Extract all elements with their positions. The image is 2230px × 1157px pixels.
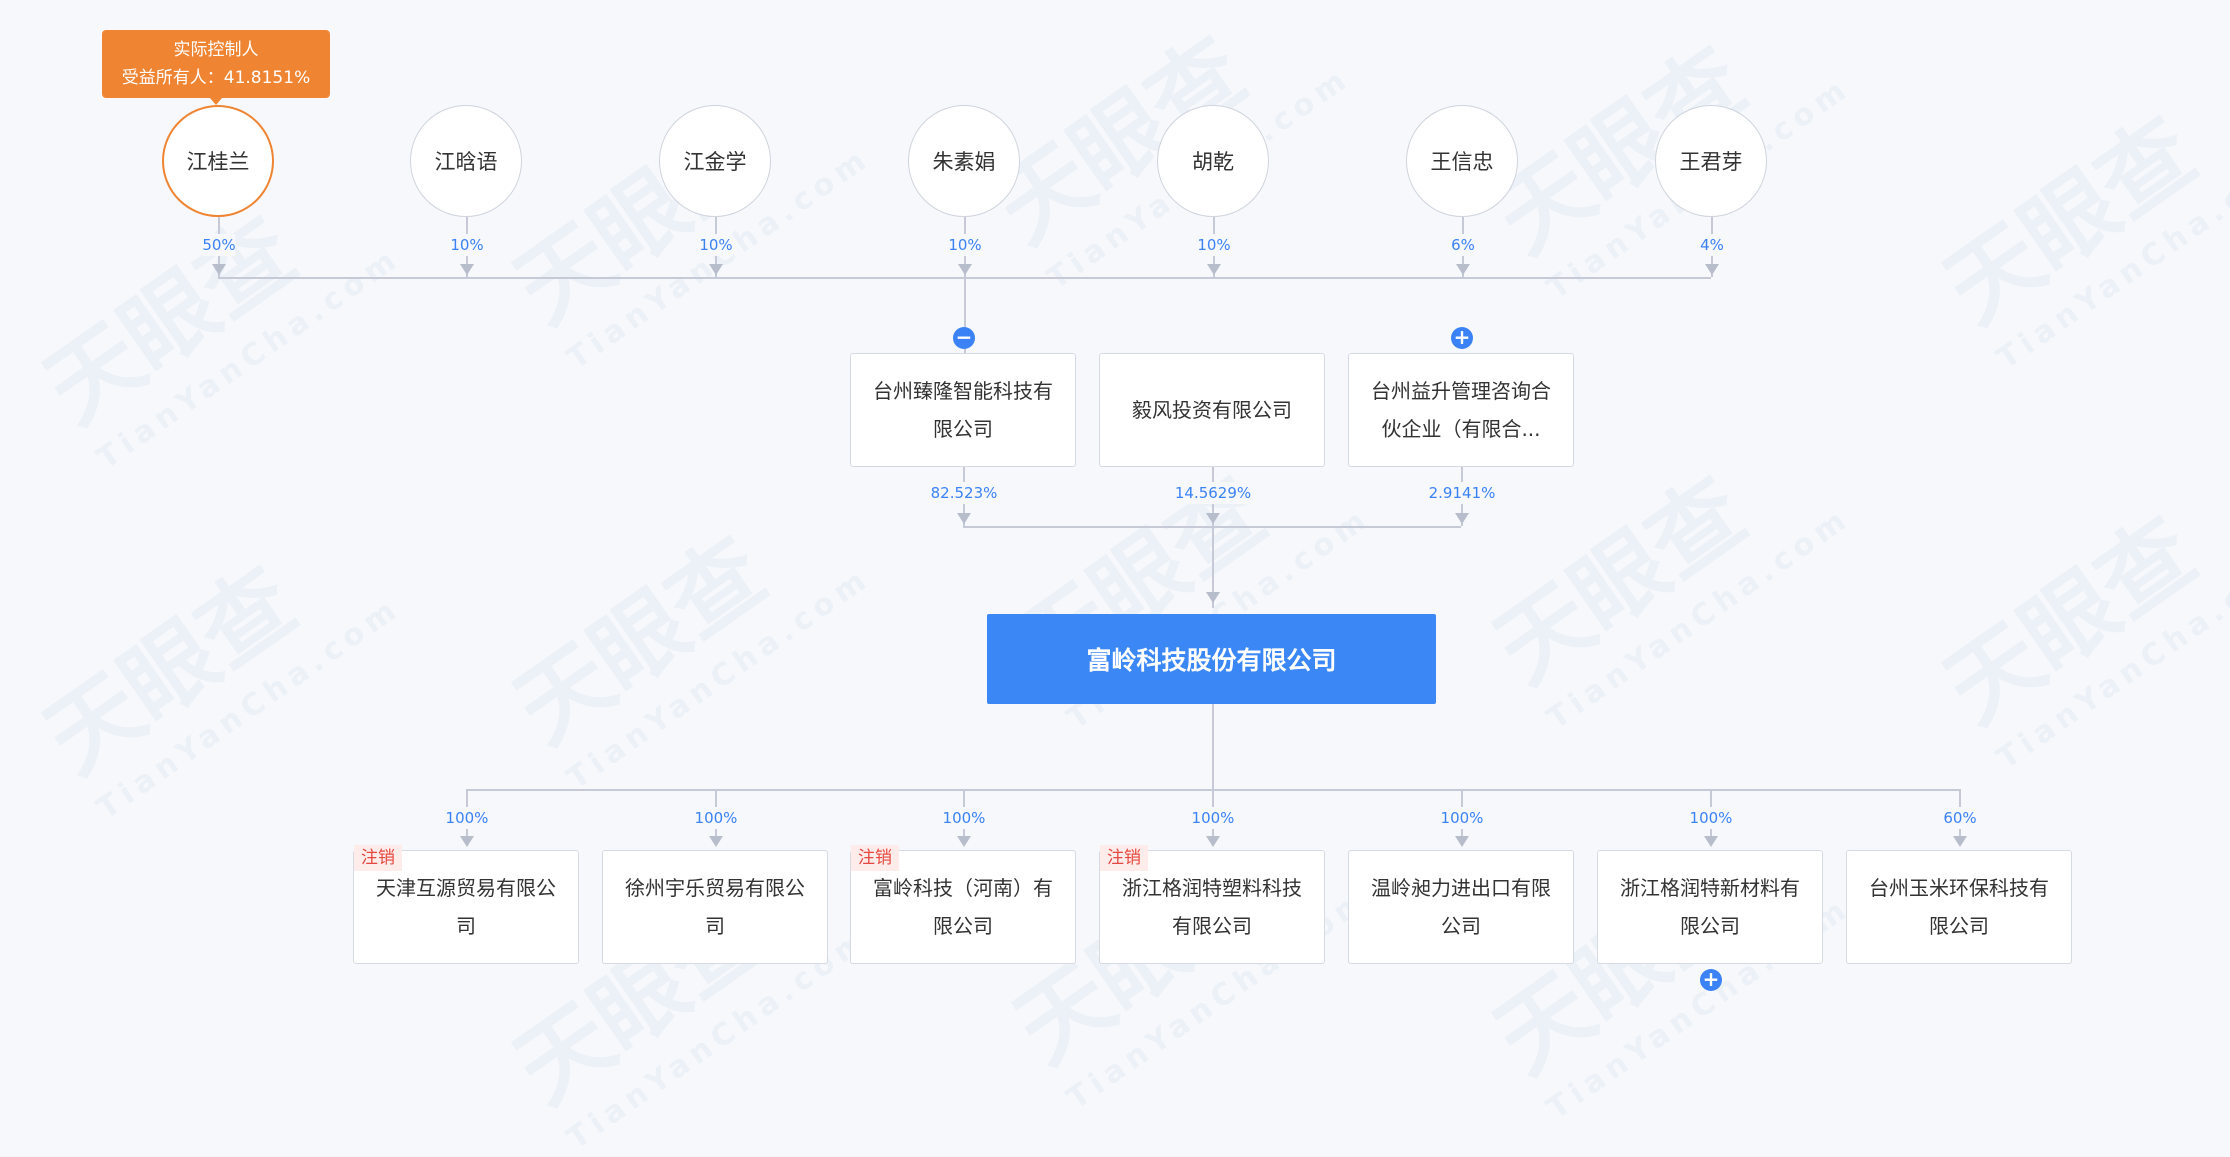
arrow-down-icon	[460, 836, 474, 847]
arrow-down-icon	[212, 264, 226, 275]
target-company-node[interactable]: 富岭科技股份有限公司	[987, 614, 1436, 704]
share-percent: 100%	[1191, 807, 1235, 829]
arrow-down-icon	[1206, 513, 1220, 524]
subsidiary-node[interactable]: 温岭昶力进出口有限公司	[1348, 850, 1574, 964]
subsidiary-node[interactable]: 浙江格润特新材料有限公司	[1597, 850, 1823, 964]
tooltip-title: 实际控制人	[173, 40, 259, 60]
shareholder-name: 朱素娟	[932, 150, 996, 174]
watermark-logo-text: 天眼查	[1926, 97, 2215, 344]
subsidiary-node[interactable]: 台州玉米环保科技有限公司	[1846, 850, 2072, 964]
share-percent: 100%	[445, 807, 489, 829]
shareholder-name: 江金学	[683, 150, 747, 174]
arrow-down-icon	[1456, 264, 1470, 275]
subsidiary-node[interactable]: 浙江格润特塑料科技有限公司 注销	[1099, 845, 1325, 964]
shareholder-node[interactable]: 江金学	[659, 105, 771, 217]
share-percent: 50%	[202, 234, 236, 256]
shareholder-node[interactable]: 江晗语	[410, 105, 522, 217]
share-percent: 10%	[1197, 234, 1231, 256]
arrow-down-icon	[1455, 836, 1469, 847]
corporate-holder-node[interactable]: 台州臻隆智能科技有限公司	[850, 353, 1076, 467]
share-percent: 60%	[1943, 807, 1977, 829]
share-percent: 14.5629%	[1174, 482, 1252, 504]
share-percent: 6%	[1451, 234, 1475, 256]
connector-line	[1212, 526, 1214, 608]
shareholder-node[interactable]: 朱素娟	[908, 105, 1020, 217]
expand-plus-icon[interactable]: +	[1451, 327, 1473, 349]
subsidiary-name: 富岭科技（河南）有限公司	[873, 876, 1053, 938]
watermark-url: TianYanCha.com	[90, 240, 408, 477]
status-badge-deregistered: 注销	[851, 845, 899, 871]
watermark-url: TianYanCha.com	[1990, 540, 2230, 777]
shareholder-node[interactable]: 王君芽	[1655, 105, 1767, 217]
holder-name: 毅风投资有限公司	[1132, 398, 1292, 422]
shareholder-name: 胡乾	[1192, 150, 1234, 174]
connector-line	[964, 277, 966, 353]
shareholder-name: 王信忠	[1430, 150, 1494, 174]
subsidiary-node[interactable]: 富岭科技（河南）有限公司 注销	[850, 845, 1076, 964]
watermark-logo-text: 天眼查	[976, 17, 1265, 264]
holder-name: 台州臻隆智能科技有限公司	[873, 379, 1053, 441]
arrow-down-icon	[1704, 836, 1718, 847]
shareholder-name: 江晗语	[434, 150, 498, 174]
subsidiary-node[interactable]: 天津互源贸易有限公司 注销	[353, 845, 579, 964]
subsidiary-name: 天津互源贸易有限公司	[376, 876, 556, 938]
subsidiary-node[interactable]: 徐州宇乐贸易有限公司	[602, 850, 828, 964]
arrow-down-icon	[1206, 592, 1220, 603]
company-name: 富岭科技股份有限公司	[1086, 646, 1337, 675]
watermark-url: TianYanCha.com	[1990, 140, 2230, 377]
arrow-down-icon	[1206, 836, 1220, 847]
watermark-logo-text: 天眼查	[1926, 497, 2215, 744]
arrow-down-icon	[460, 264, 474, 275]
share-percent: 10%	[699, 234, 733, 256]
subsidiary-name: 浙江格润特塑料科技有限公司	[1122, 876, 1302, 938]
expand-plus-icon[interactable]: +	[1700, 969, 1722, 991]
share-percent: 10%	[948, 234, 982, 256]
arrow-down-icon	[709, 836, 723, 847]
watermark-logo-text: 天眼查	[496, 517, 785, 764]
share-percent: 100%	[694, 807, 738, 829]
arrow-down-icon	[957, 836, 971, 847]
watermark-url: TianYanCha.com	[90, 590, 408, 827]
arrow-down-icon	[958, 264, 972, 275]
arrow-down-icon	[1953, 836, 1967, 847]
watermark-url: TianYanCha.com	[560, 560, 878, 797]
share-percent: 2.9141%	[1428, 482, 1496, 504]
connector-line	[1212, 704, 1214, 789]
share-percent: 100%	[1689, 807, 1733, 829]
watermark-logo-text: 天眼查	[26, 547, 315, 794]
collapse-minus-icon[interactable]: −	[953, 327, 975, 349]
arrow-down-icon	[709, 264, 723, 275]
subsidiary-name: 台州玉米环保科技有限公司	[1869, 876, 2049, 938]
corporate-holder-node[interactable]: 台州益升管理咨询合伙企业（有限合...	[1348, 353, 1574, 467]
share-percent: 100%	[1440, 807, 1484, 829]
arrow-down-icon	[1455, 513, 1469, 524]
actual-controller-tooltip: 实际控制人 受益所有人：41.8151%	[102, 30, 330, 105]
subsidiary-name: 徐州宇乐贸易有限公司	[625, 876, 805, 938]
status-badge-deregistered: 注销	[354, 845, 402, 871]
shareholder-node[interactable]: 胡乾	[1157, 105, 1269, 217]
watermark-url: TianYanCha.com	[1540, 500, 1858, 737]
shareholder-name: 王君芽	[1679, 150, 1743, 174]
watermark-logo-text: 天眼查	[1476, 27, 1765, 274]
shareholder-name: 江桂兰	[186, 150, 250, 174]
arrow-down-icon	[957, 513, 971, 524]
tooltip-beneficial-owner: 受益所有人：41.8151%	[121, 68, 311, 88]
arrow-down-icon	[1207, 264, 1221, 275]
share-percent: 10%	[450, 234, 484, 256]
share-percent: 100%	[942, 807, 986, 829]
holder-name: 台州益升管理咨询合伙企业（有限合...	[1371, 379, 1551, 441]
shareholder-node[interactable]: 江桂兰	[162, 105, 274, 217]
share-percent: 82.523%	[930, 482, 998, 504]
arrow-down-icon	[1705, 264, 1719, 275]
subsidiary-name: 浙江格润特新材料有限公司	[1620, 876, 1800, 938]
shareholder-node[interactable]: 王信忠	[1406, 105, 1518, 217]
subsidiary-name: 温岭昶力进出口有限公司	[1371, 876, 1551, 938]
corporate-holder-node[interactable]: 毅风投资有限公司	[1099, 353, 1325, 467]
share-percent: 4%	[1700, 234, 1724, 256]
status-badge-deregistered: 注销	[1100, 845, 1148, 871]
